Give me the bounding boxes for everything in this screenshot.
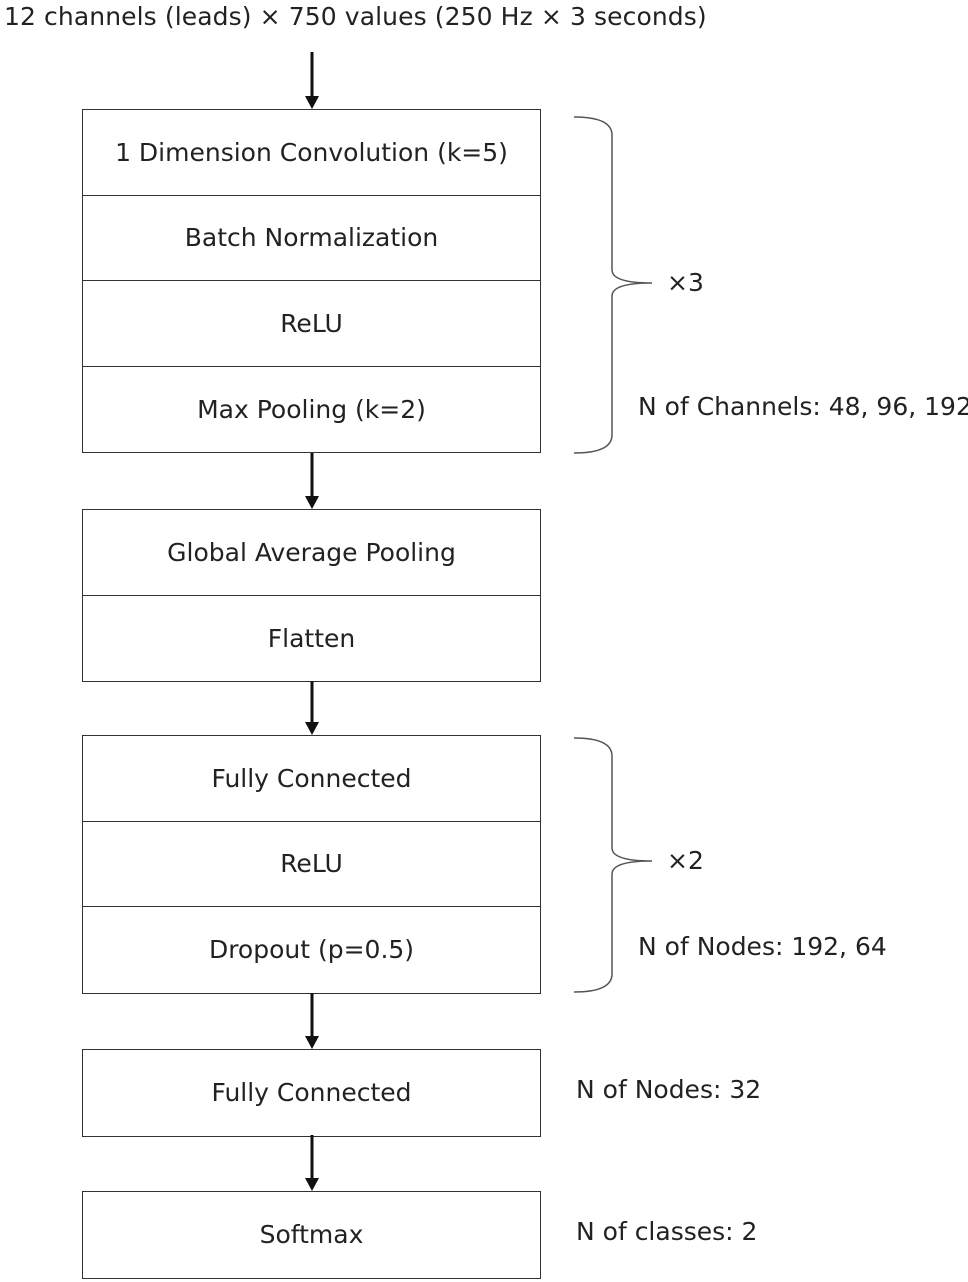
softmax-classes-label: N of classes: 2 [576,1217,758,1246]
relu-layer: ReLU [83,822,540,907]
input-description: 12 channels (leads) × 750 values (250 Hz… [4,2,707,31]
arrowhead-3 [305,722,319,735]
conv1d-layer: 1 Dimension Convolution (k=5) [83,110,540,196]
arrowhead-4 [305,1036,319,1049]
arrowhead-2 [305,496,319,509]
fc-block: Fully Connected ReLU Dropout (p=0.5) [82,735,541,994]
fully-connected-layer: Fully Connected [83,736,540,822]
maxpool-layer: Max Pooling (k=2) [197,394,426,424]
conv-channels-label: N of Channels: 48, 96, 192 [638,392,968,421]
batchnorm-layer: Batch Normalization [83,196,540,281]
conv-brace [573,116,653,454]
relu-layer: ReLU [83,281,540,367]
conv-repeat-label: ×3 [667,268,704,297]
fc-repeat-label: ×2 [667,846,704,875]
conv-block: 1 Dimension Convolution (k=5) Batch Norm… [82,109,541,453]
fc-nodes-label: N of Nodes: 192, 64 [638,932,887,961]
softmax-block: Softmax [82,1191,541,1279]
global-avg-pool-layer: Global Average Pooling [83,510,540,596]
flatten-layer: Flatten [267,623,356,653]
fc-brace [573,737,653,993]
fully-connected-layer: Fully Connected [211,1078,412,1108]
softmax-layer: Softmax [259,1220,364,1250]
fc-final-nodes-label: N of Nodes: 32 [576,1075,762,1104]
arrowhead-1 [305,96,319,109]
dropout-layer: Dropout (p=0.5) [208,935,415,965]
arrowhead-5 [305,1178,319,1191]
pooling-block: Global Average Pooling Flatten [82,509,541,682]
final-fc-block: Fully Connected [82,1049,541,1137]
